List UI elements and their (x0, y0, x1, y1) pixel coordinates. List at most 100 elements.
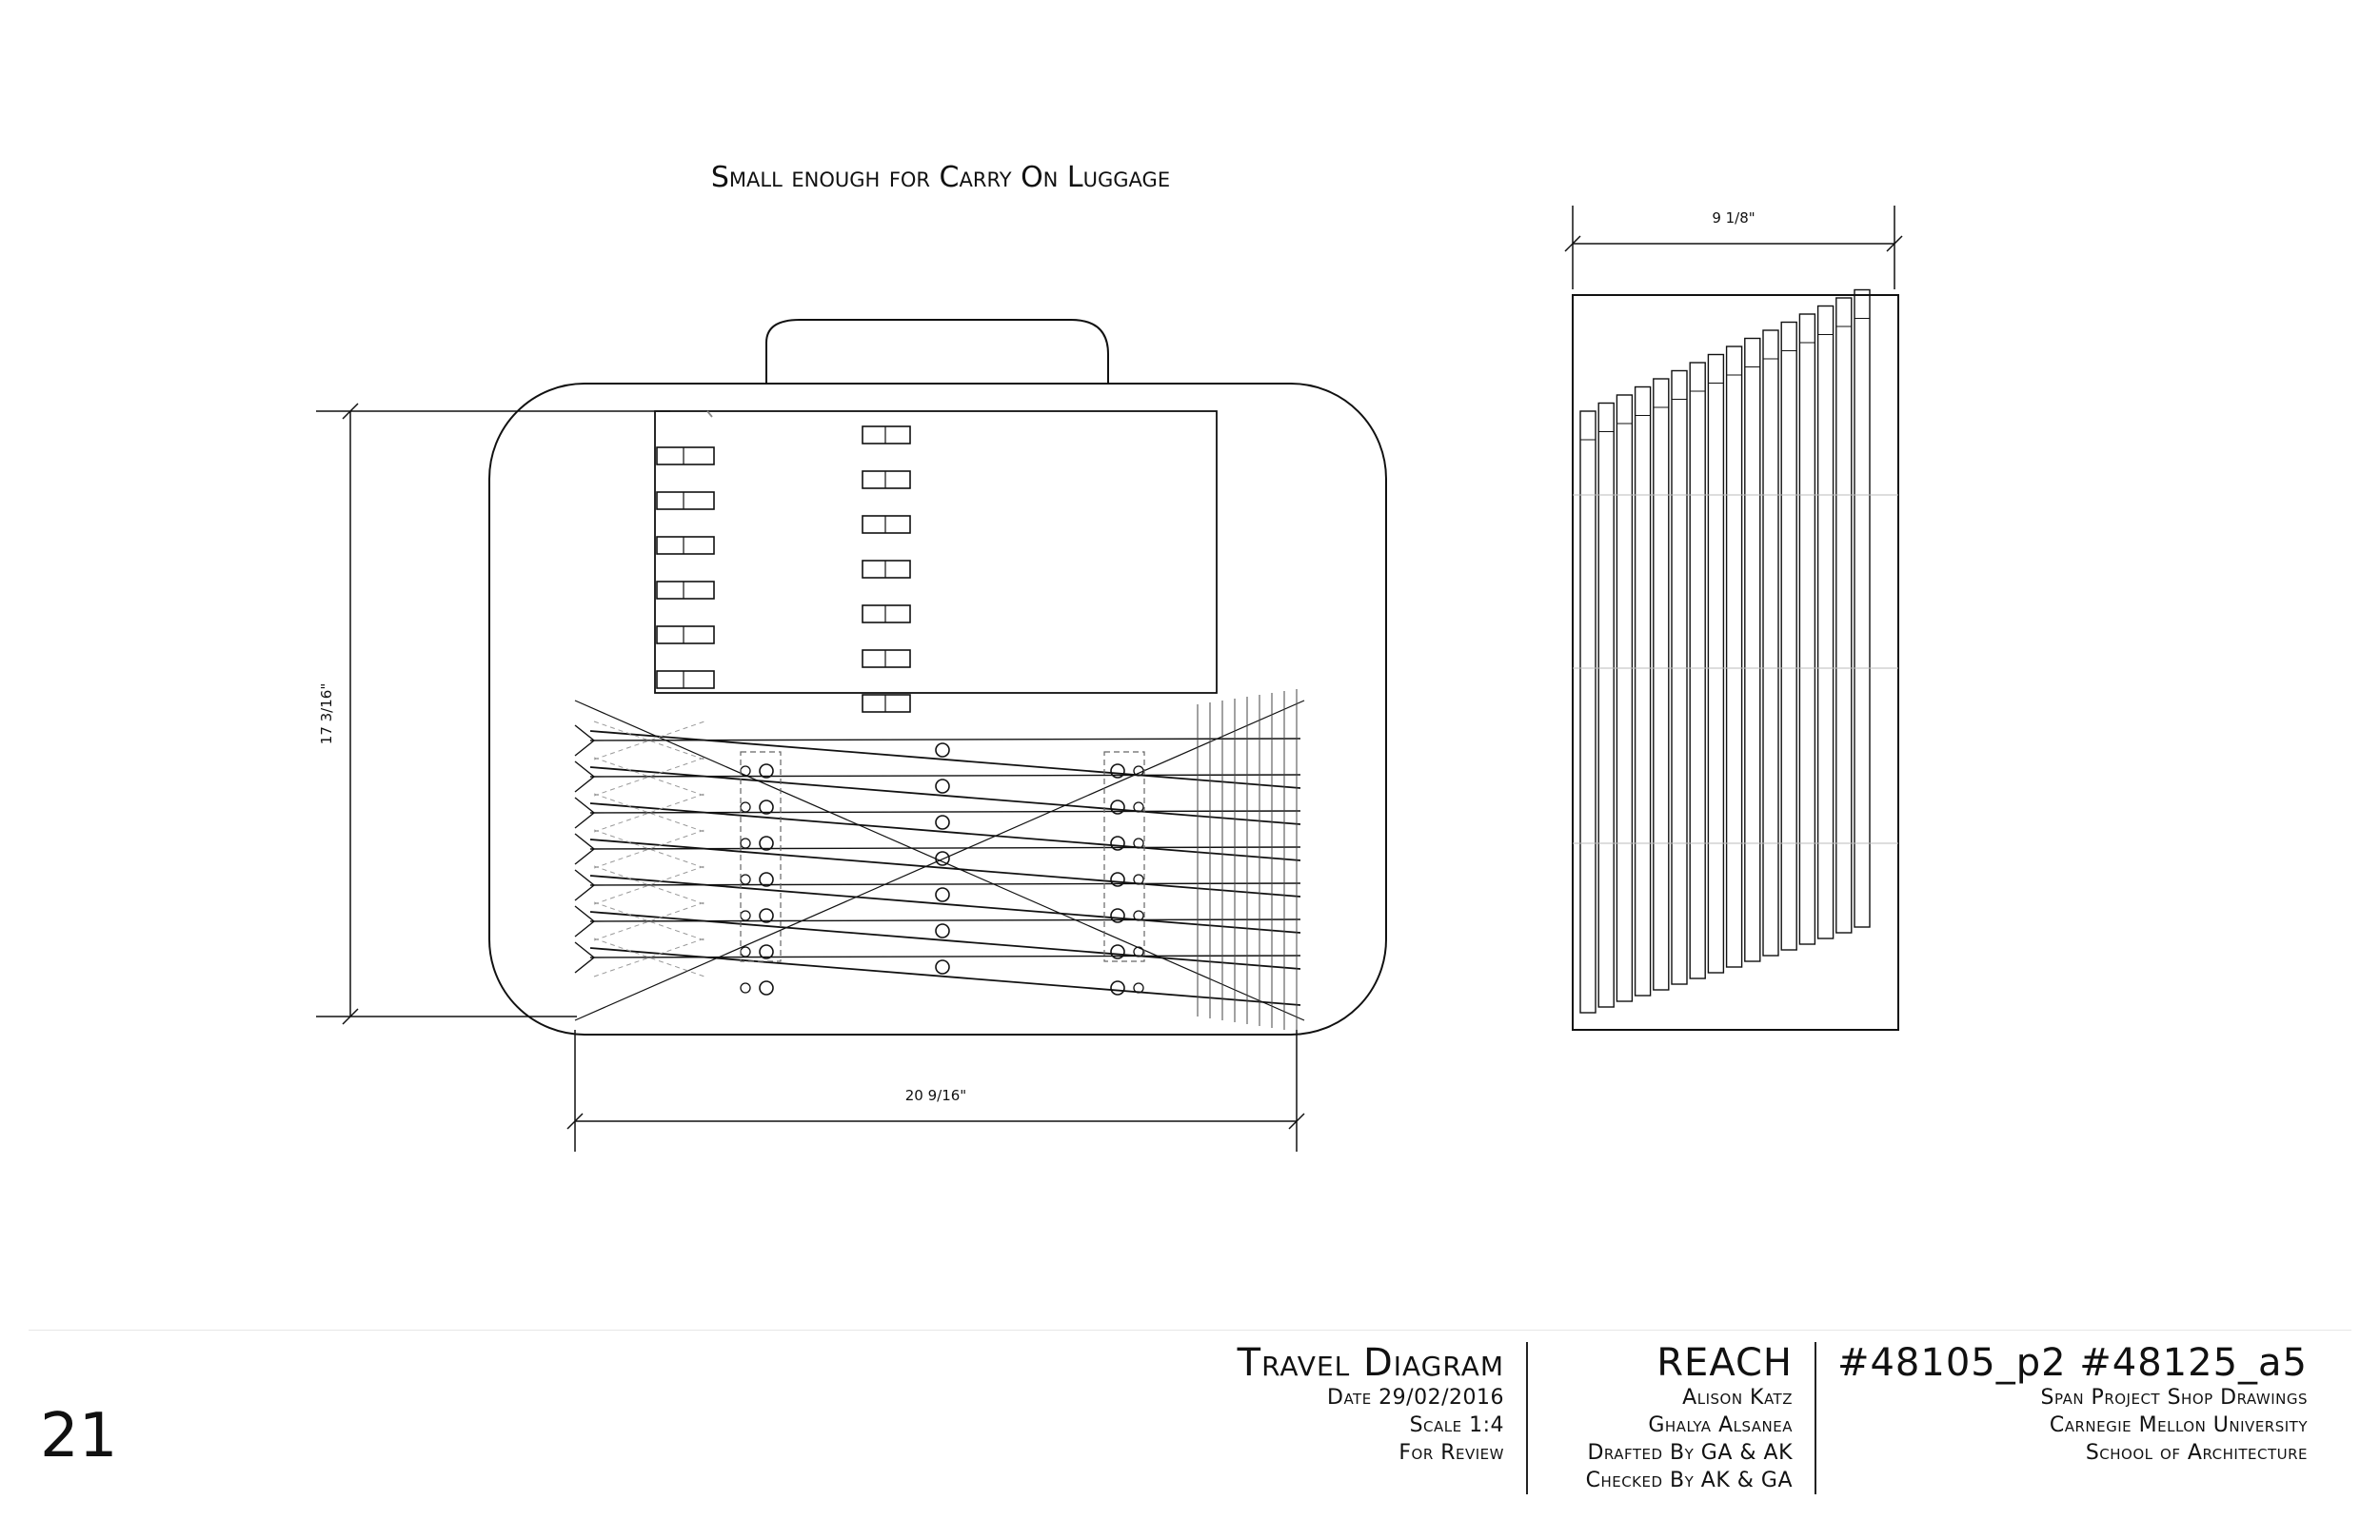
side-slat (1579, 410, 1597, 1014)
notch-middle (862, 425, 911, 444)
lattice-hatch (593, 757, 705, 797)
notch-middle (862, 470, 911, 489)
lattice-zigzag (574, 833, 596, 865)
lattice-zigzag (574, 905, 596, 938)
notch-left (656, 491, 715, 510)
bolt-hole-center (935, 851, 950, 866)
bolt-hole-small (740, 910, 751, 921)
dimension-width-label: 20 9/16" (905, 1087, 966, 1104)
dimension-height-label: 17 3/16" (318, 683, 335, 744)
bolt-hole-small (740, 874, 751, 885)
expanded-lattice (574, 689, 1305, 1032)
side-slat (1689, 362, 1706, 979)
side-view-slats (1573, 288, 1898, 1014)
bolt-hole-center (935, 923, 950, 938)
side-slat (1634, 385, 1652, 997)
bolt-hole (1110, 836, 1125, 851)
drawing-caption: Small enough for Carry On Luggage (711, 161, 1170, 194)
dimension-side-width-label: 9 1/8" (1712, 209, 1755, 227)
bolt-hole-small (1133, 982, 1144, 994)
bolt-hole-center (935, 742, 950, 758)
dimension-side-width (1564, 206, 1903, 289)
side-slat (1798, 313, 1816, 945)
lattice-zigzag (574, 869, 596, 901)
lattice-hatch (593, 938, 705, 977)
bolt-hole (1110, 944, 1125, 959)
lattice-strip-cross (589, 882, 1301, 886)
side-slat (1597, 402, 1615, 1008)
bolt-hole-center (935, 959, 950, 975)
side-slat (1707, 353, 1725, 974)
lattice-hatch (593, 793, 705, 833)
suitcase-outline (488, 319, 1387, 1036)
notch-middle (862, 515, 911, 534)
lattice-hatch (593, 865, 705, 905)
lattice-strip-cross (589, 846, 1301, 850)
bolt-hole (759, 944, 774, 959)
notch-middle (862, 649, 911, 668)
side-slat (1744, 337, 1761, 962)
bolt-hole (759, 908, 774, 923)
side-view-outline (1572, 294, 1899, 1031)
bolt-hole (1110, 800, 1125, 815)
dimension-width (566, 1030, 1305, 1152)
bolt-hole (759, 980, 774, 996)
notch-column-middle (862, 425, 911, 713)
notch-left (656, 581, 715, 600)
bolt-hole (759, 836, 774, 851)
bolt-hole (1110, 980, 1125, 996)
lattice-zigzag (574, 724, 596, 757)
lattice-hatch (593, 757, 705, 797)
notch-left (656, 446, 715, 465)
side-slat (1671, 369, 1688, 985)
lattice-strip-cross (589, 774, 1301, 778)
side-slat (1653, 378, 1670, 991)
bolt-hole (759, 872, 774, 887)
notch-middle (862, 694, 911, 713)
lattice-diagonal (574, 700, 1305, 1021)
bolt-hole-small (740, 765, 751, 777)
lattice-strip-cross (589, 810, 1301, 814)
notch-left (656, 625, 715, 644)
plate-outline-left (740, 751, 782, 962)
bolt-hole (1110, 908, 1125, 923)
notch-middle (862, 604, 911, 623)
lattice-strip-cross (589, 918, 1301, 922)
bolt-hole (1110, 872, 1125, 887)
plate-outline-right (1103, 751, 1145, 962)
lattice-hatch (593, 901, 705, 941)
notch-column-left (656, 446, 715, 689)
lattice-zigzag (574, 941, 596, 974)
lattice-strip-cross (589, 738, 1301, 741)
bolt-hole-small (740, 982, 751, 994)
lattice-hatch (593, 865, 705, 905)
lattice-hatch (593, 721, 705, 760)
bolt-hole-small (740, 946, 751, 958)
bolt-hole-small (740, 838, 751, 849)
bolt-hole-center (935, 779, 950, 794)
notch-middle (862, 560, 911, 579)
folded-panel (654, 410, 1218, 713)
bolt-hole-small (740, 801, 751, 813)
notch-left (656, 670, 715, 689)
side-slat (1854, 288, 1871, 928)
lattice-hatch (593, 901, 705, 941)
lattice-hatch (593, 721, 705, 760)
bolt-hole (759, 763, 774, 779)
side-slat (1816, 305, 1835, 939)
lattice-hatch (593, 938, 705, 977)
dimension-height (316, 403, 670, 1025)
side-slat (1835, 297, 1853, 934)
notch-left (656, 536, 715, 555)
bolt-hole-center (935, 815, 950, 830)
lattice-hatch (593, 793, 705, 833)
lattice-zigzag (574, 797, 596, 829)
lattice-strip-cross (589, 955, 1301, 958)
lattice-hatch (593, 829, 705, 869)
bolt-hole (759, 800, 774, 815)
lattice-hatch (593, 829, 705, 869)
side-slat (1762, 329, 1779, 957)
side-slat (1616, 394, 1634, 1002)
side-slat (1725, 346, 1743, 968)
